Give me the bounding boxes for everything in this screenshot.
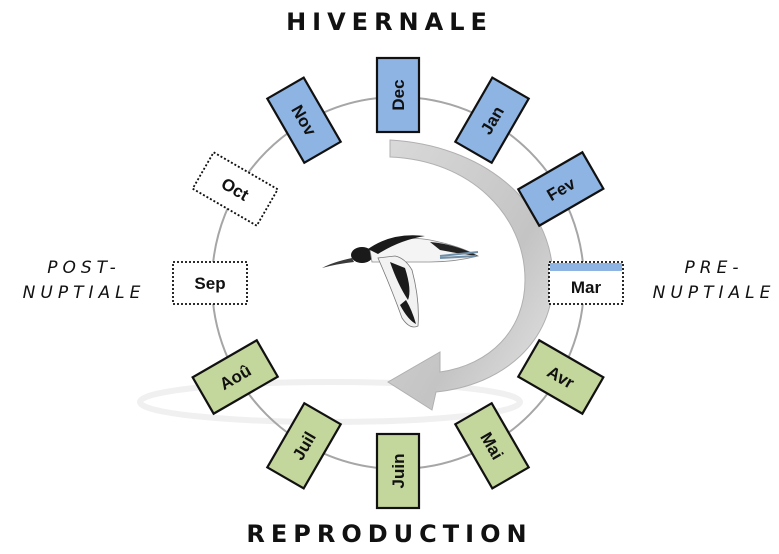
phase-label-pre-nuptial-line2: NUPTIALE [640, 281, 779, 306]
month-box-oct: Oct [193, 152, 278, 225]
phase-label-post-nuptial: POST- NUPTIALE [10, 256, 158, 306]
month-box-juin: Juin [377, 434, 419, 508]
month-box-sep: Sep [173, 262, 247, 304]
phase-label-post-nuptial-line1: POST- [10, 256, 158, 281]
month-box-nov: Nov [267, 78, 340, 163]
month-box-mar: Mar [549, 262, 623, 304]
month-box-aoû: Aoû [193, 340, 278, 413]
month-box-jan: Jan [455, 78, 528, 163]
month-box-accent-bar [550, 263, 622, 271]
phase-label-post-nuptial-line2: NUPTIALE [10, 281, 158, 306]
phase-label-winter: HIVERNALE [0, 8, 779, 36]
month-label: Dec [389, 79, 408, 110]
month-box-avr: Avr [518, 340, 603, 413]
month-label: Sep [194, 274, 225, 293]
phase-label-pre-nuptial-line1: PRE- [640, 256, 779, 281]
phase-label-pre-nuptial: PRE- NUPTIALE [640, 256, 779, 306]
month-box-juil: Juil [267, 403, 340, 488]
phase-label-breeding: REPRODUCTION [0, 520, 779, 548]
month-box-dec: Dec [377, 58, 419, 132]
month-label: Mar [571, 278, 602, 297]
avocet-bird-icon [322, 235, 478, 327]
shadow-ellipse [140, 382, 520, 422]
month-label: Juin [389, 454, 408, 489]
